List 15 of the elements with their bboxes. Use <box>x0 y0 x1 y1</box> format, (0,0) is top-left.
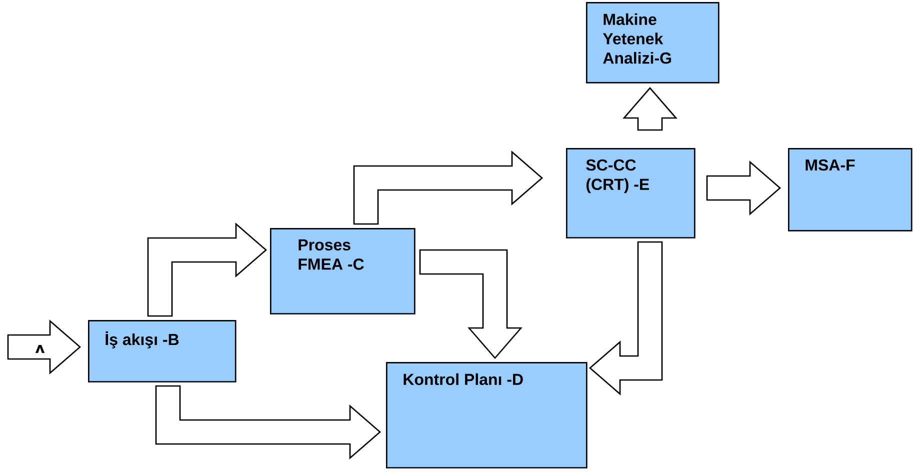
block-arrow <box>588 241 663 396</box>
block-arrow <box>706 160 782 216</box>
process-box: İş akışı -B <box>88 320 236 382</box>
block-arrow <box>155 385 382 460</box>
block-arrow <box>622 86 678 131</box>
process-box: Proses FMEA -C <box>270 228 416 314</box>
block-arrow <box>7 320 82 374</box>
block-arrow <box>353 150 544 225</box>
process-box: Kontrol Planı -D <box>386 362 588 468</box>
process-box: MSA-F <box>788 148 912 232</box>
block-arrow <box>147 222 268 317</box>
process-box: SC-CC (CRT) -E <box>566 148 696 238</box>
process-box: Makine Yetenek Analizi-G <box>586 2 720 84</box>
edge-label: ʌ <box>35 345 45 354</box>
block-arrow <box>419 249 522 360</box>
